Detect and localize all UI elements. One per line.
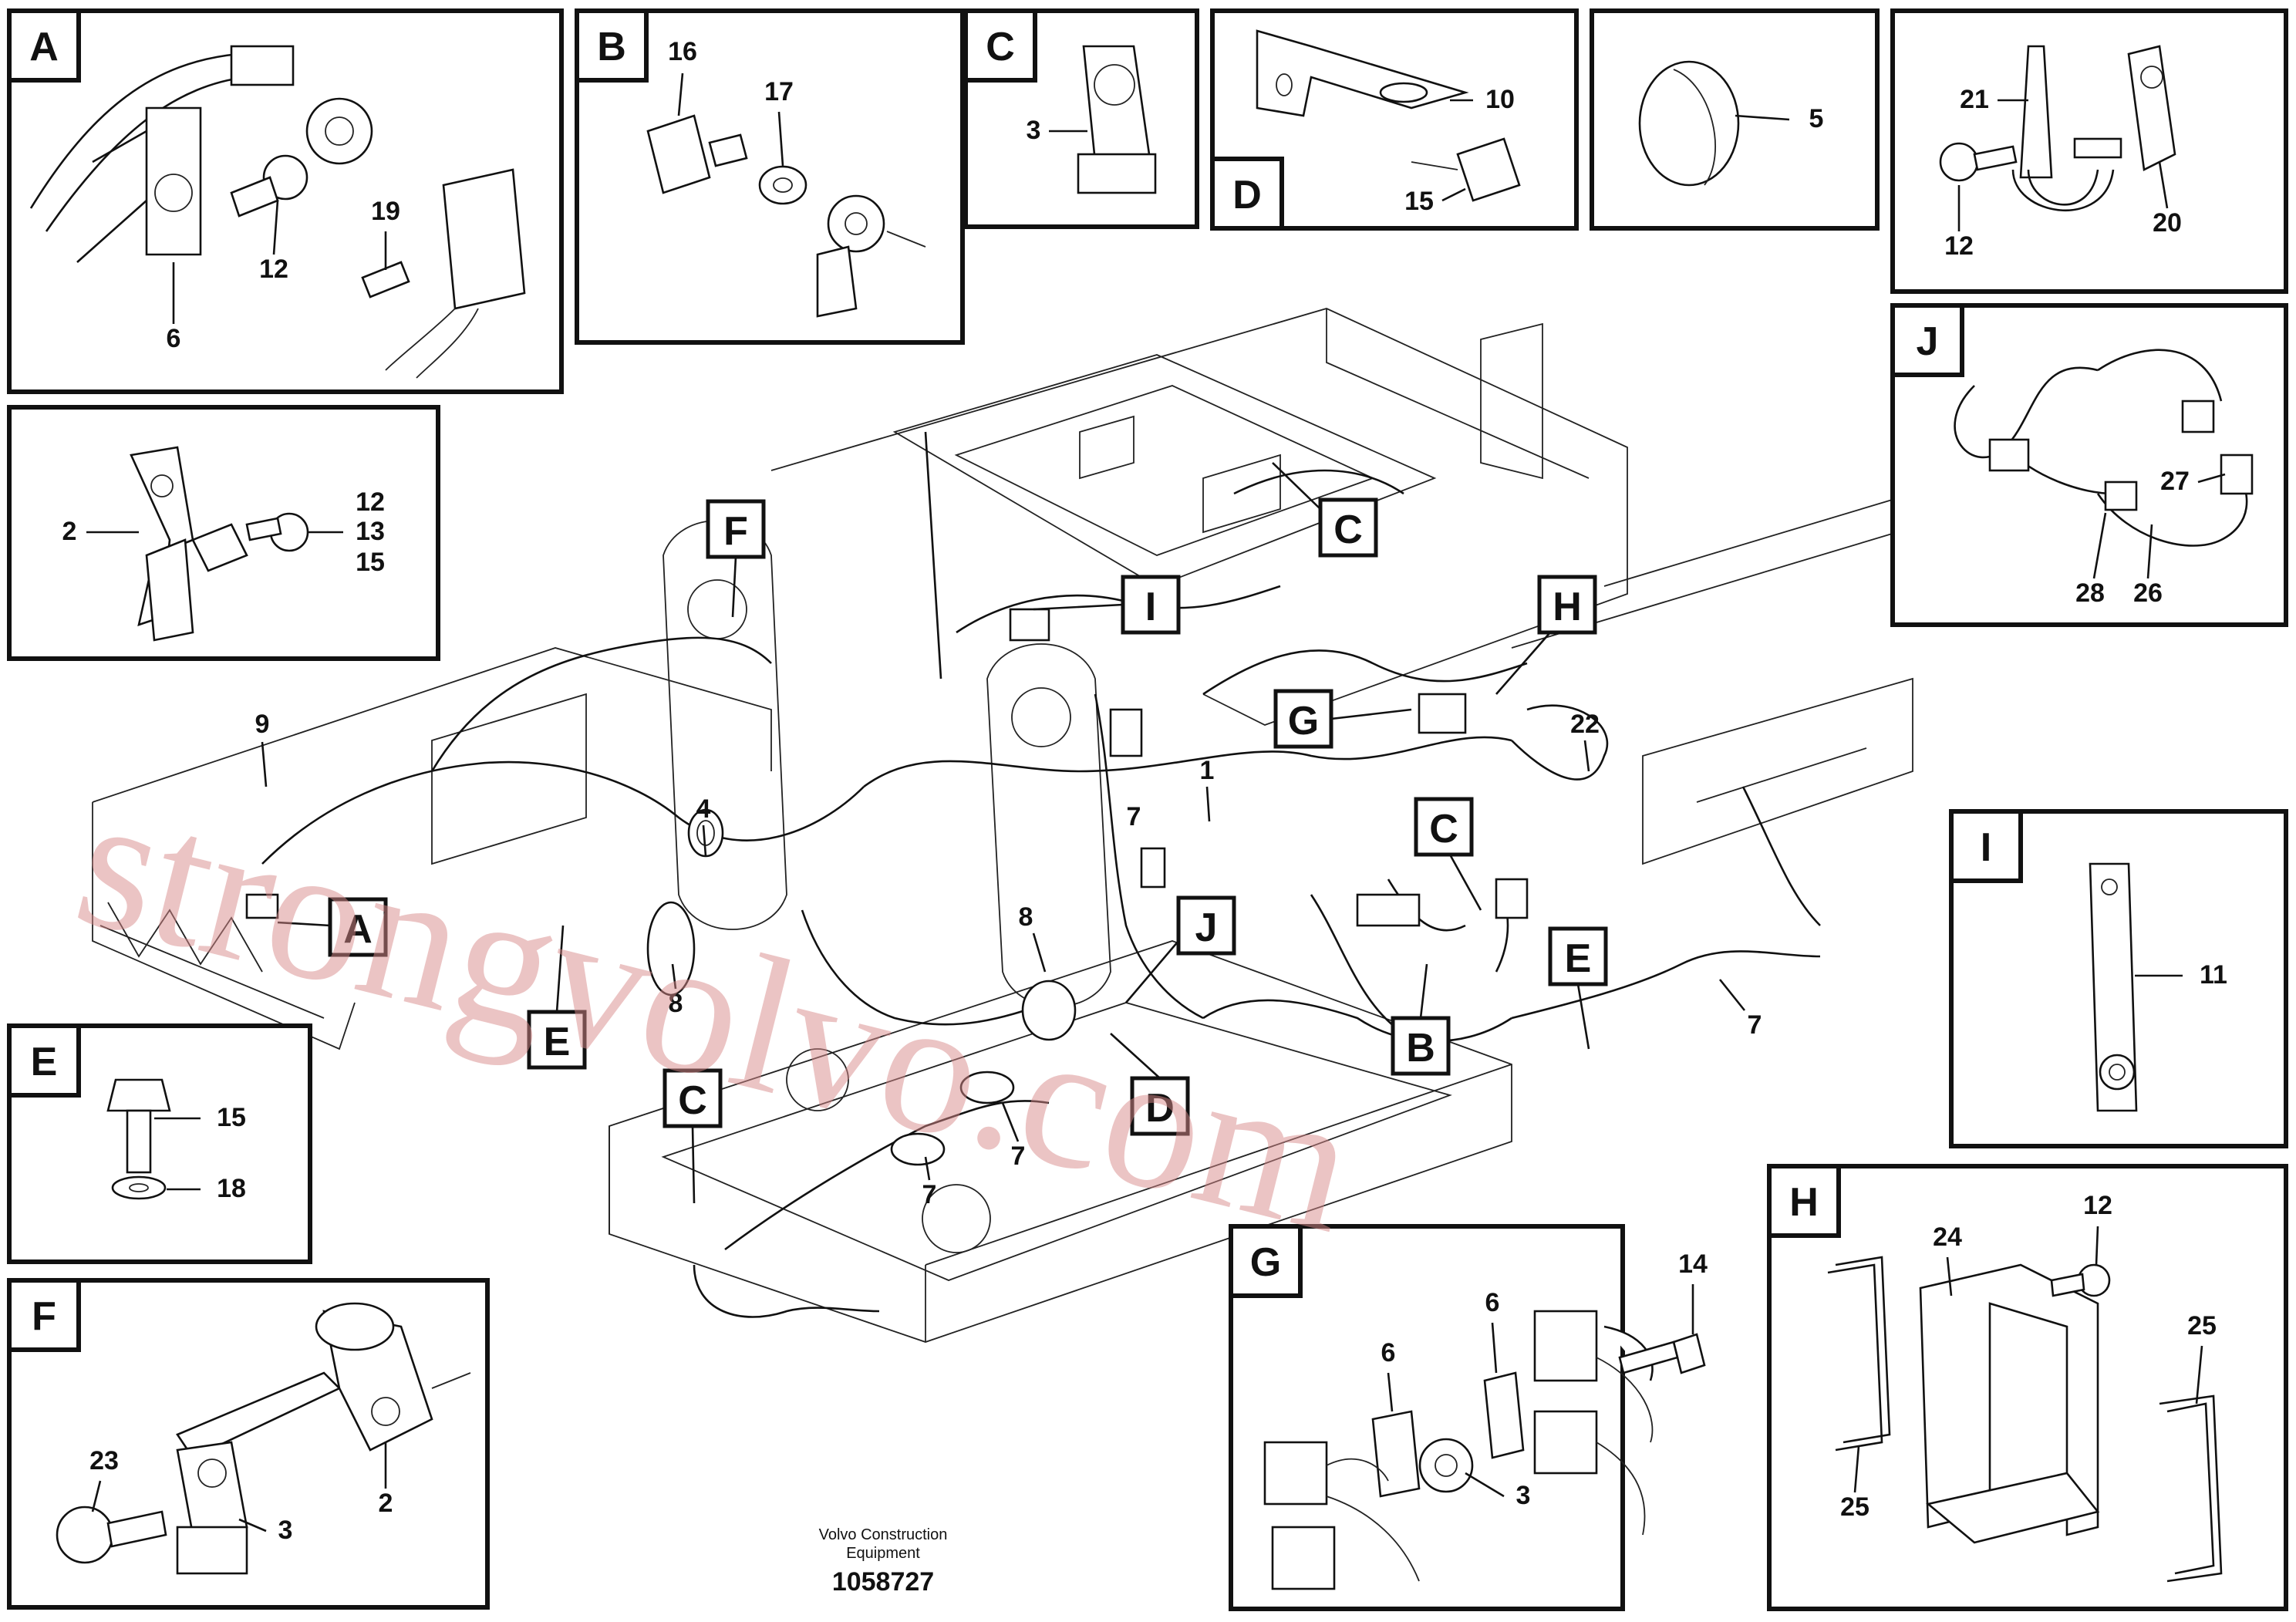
panel-c: C 3 [963,8,1199,229]
tag-j: J [1195,905,1218,950]
tag-e-right: E [1565,936,1592,981]
panel-j-letter: J [1917,319,1939,364]
panel-a-callout-19: 19 [371,197,400,226]
panel-h: H 24 12 25 25 [1767,1164,2288,1611]
panel-e: E 15 18 [7,1023,312,1264]
main-callout-7d: 7 [1127,802,1141,831]
panel-b: B 16 17 [575,8,965,345]
panel-c-callout-3: 3 [1027,116,1041,145]
panel-b-callout-16: 16 [668,37,697,66]
panel-j: J 27 28 26 [1890,303,2288,627]
panel-f-letter: F [32,1294,56,1339]
panel-clamp-callout-20: 20 [2153,208,2182,238]
panel-clamp-callout-12: 12 [1944,231,1974,261]
panel-d-callout-15: 15 [1404,187,1434,216]
tag-g: G [1288,699,1319,744]
tag-b: B [1406,1026,1435,1071]
panel-bracket-left: 2 12 13 15 [7,405,440,661]
panel-h-callout-25a: 25 [1840,1492,1870,1522]
footer-ref: 1058727 [832,1567,934,1597]
panel-e-callout-18: 18 [217,1174,246,1203]
panel-g-callout-6a: 6 [1485,1288,1500,1317]
panel-plug: 5 [1590,8,1880,231]
panel-i-letter: I [1981,825,1991,870]
panel-a-letter: A [29,25,59,69]
tag-i: I [1145,585,1156,629]
main-callout-7c: 7 [1748,1010,1762,1040]
panel-i: I 11 [1949,809,2288,1148]
main-callout-7a: 7 [1011,1141,1026,1171]
panel-e-letter: E [31,1040,58,1084]
tag-c-lower: C [678,1078,707,1123]
footer-maker2: Equipment [846,1545,920,1562]
panel-g-callout-14: 14 [1678,1249,1708,1279]
tag-d: D [1145,1086,1175,1131]
main-callout-1: 1 [1200,756,1215,785]
panel-f-callout-2: 2 [379,1489,393,1518]
panel-a: A 6 12 19 [7,8,564,394]
panel-h-callout-12: 12 [2083,1191,2112,1220]
panel-j-callout-28: 28 [2075,578,2105,608]
panel-g: G 14 6 6 3 [1229,1224,1708,1611]
main-callout-7b: 7 [922,1180,937,1209]
panel-j-callout-26: 26 [2133,578,2163,608]
panel-a-callout-6: 6 [167,324,181,353]
panel-d-letter: D [1232,173,1262,218]
panel-f-callout-23: 23 [89,1446,119,1475]
panel-h-callout-25b: 25 [2187,1311,2217,1340]
tag-c-upper: C [1333,508,1363,552]
tag-a: A [343,907,373,952]
tag-c-right: C [1429,807,1458,851]
panel-c-letter: C [986,25,1015,69]
panel-h-callout-24: 24 [1933,1222,1962,1252]
main-callouts: 9 4 1 22 8 8 7 7 7 7 [255,710,1762,1209]
panel-g-callout-3: 3 [1516,1481,1531,1510]
panel-plug-callout-5: 5 [1809,104,1824,133]
panel-i-callout-11: 11 [2200,960,2227,990]
panel-f: F 23 3 2 [7,1278,490,1610]
main-callout-22: 22 [1570,710,1600,739]
panel-g-callout-6b: 6 [1381,1338,1396,1367]
bracket-left-callout-15: 15 [356,548,385,577]
panel-j-callout-27: 27 [2160,467,2190,496]
tag-h: H [1553,585,1582,629]
main-callout-8-right: 8 [1019,902,1033,932]
footer-maker: Volvo Construction [819,1526,948,1543]
panel-d: D 10 15 [1210,8,1579,231]
panel-b-callout-17: 17 [764,77,794,106]
panel-f-callout-3: 3 [278,1516,293,1545]
main-assembly [92,308,2006,1343]
tag-e-left: E [544,1020,571,1064]
bracket-left-callout-13: 13 [356,517,385,546]
panel-a-callout-12: 12 [259,255,288,284]
panel-e-callout-15: 15 [217,1103,246,1132]
panel-clamp-callout-21: 21 [1960,85,1989,114]
panel-clamp-top: 21 12 20 [1890,8,2288,294]
main-callout-8-left: 8 [669,989,683,1018]
panel-h-letter: H [1789,1180,1819,1225]
main-tags: F I C H G A E J C D [277,462,1608,1204]
tag-f: F [723,509,748,554]
main-callout-9: 9 [255,710,270,739]
panel-g-letter: G [1250,1240,1281,1285]
main-callout-4: 4 [696,794,711,824]
bracket-left-callout-12: 12 [356,487,385,517]
footer: Volvo Construction Equipment 1058727 [819,1526,948,1597]
panel-b-letter: B [597,25,626,69]
panel-d-callout-10: 10 [1485,85,1515,114]
bracket-left-callout-2: 2 [62,517,77,546]
